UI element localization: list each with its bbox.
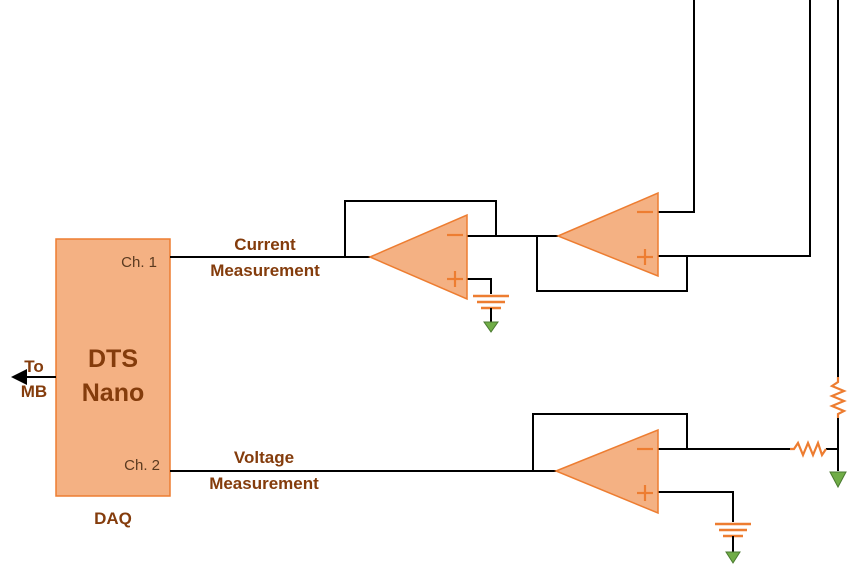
wire-amp2-plus bbox=[658, 0, 811, 257]
ground-symbol-3 bbox=[829, 471, 847, 489]
ground-symbol-1 bbox=[473, 294, 509, 333]
wire-amp3-plus bbox=[658, 491, 734, 522]
daq-name-line1: DTS bbox=[88, 345, 138, 373]
resistor-horizontal bbox=[790, 439, 827, 458]
op-amp-2 bbox=[556, 191, 659, 278]
op-amp-1 bbox=[368, 213, 468, 301]
wire-feedback-1 bbox=[344, 200, 497, 257]
resistor-vertical bbox=[829, 377, 847, 418]
wire-feedback-3 bbox=[532, 413, 688, 471]
voltage-label-line2: Measurement bbox=[209, 474, 319, 493]
to-mb-line1: To bbox=[24, 357, 44, 376]
daq-caption: DAQ bbox=[94, 509, 132, 528]
to-mb-line2: MB bbox=[21, 382, 47, 401]
ground-symbol-2 bbox=[715, 522, 751, 564]
current-label-line1: Current bbox=[234, 235, 296, 254]
op-amp-3 bbox=[554, 428, 659, 515]
wire-feedback-2 bbox=[536, 236, 688, 292]
channel-1-label: Ch. 1 bbox=[121, 254, 157, 271]
channel-2-label: Ch. 2 bbox=[124, 457, 160, 474]
wire-amp2-minus bbox=[658, 0, 695, 213]
wire-amp1-plus bbox=[467, 278, 492, 294]
daq-box bbox=[55, 238, 171, 497]
daq-name-line2: Nano bbox=[82, 379, 145, 407]
current-label-line2: Measurement bbox=[210, 261, 320, 280]
voltage-label-line1: Voltage bbox=[234, 448, 294, 467]
